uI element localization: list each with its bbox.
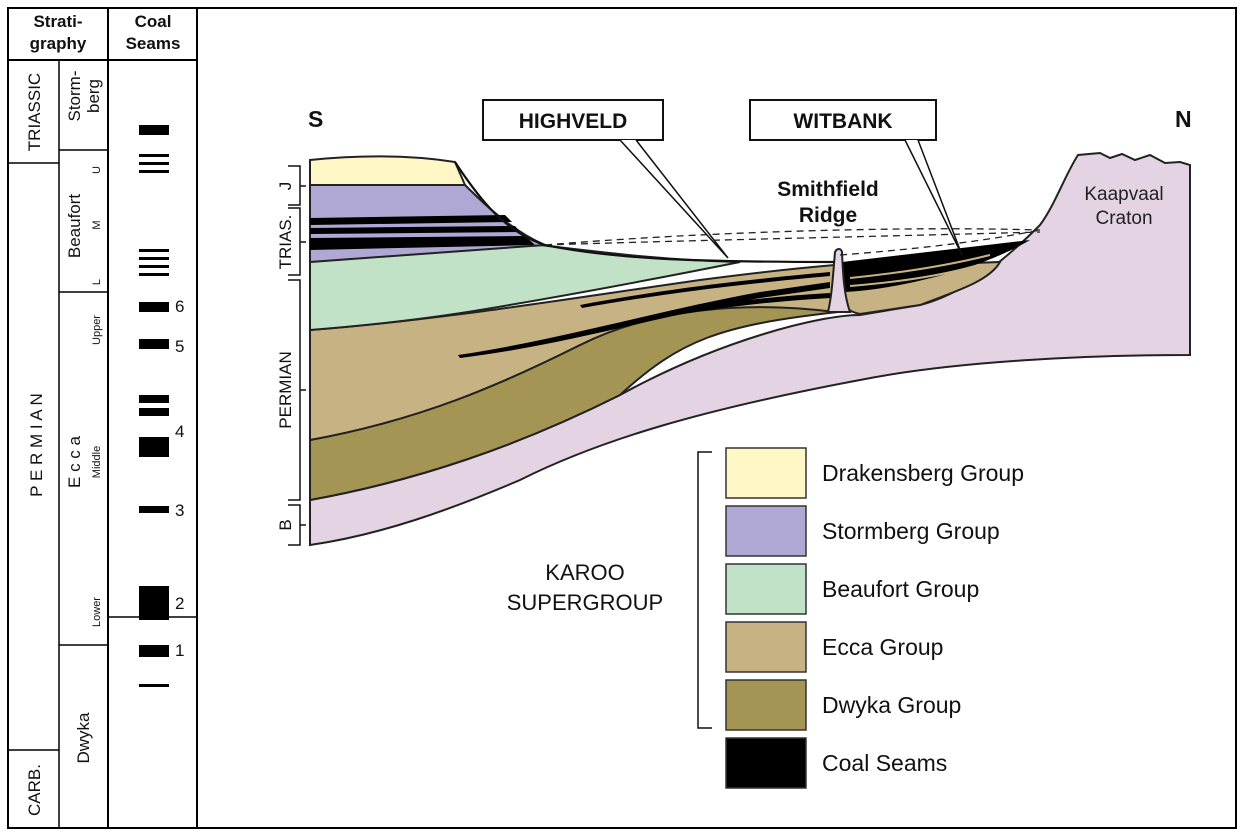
land-surface: [454, 161, 836, 264]
seam-number-6: 6: [175, 297, 184, 316]
seam-number-3: 3: [175, 501, 184, 520]
karoo-label-1: KAROO: [545, 560, 624, 585]
seam-mark: [139, 162, 169, 165]
seam-number-4: 4: [175, 422, 184, 441]
seam-number-2: 2: [175, 594, 184, 613]
header-coal-seams-1: Coal: [135, 12, 172, 31]
legend-swatch-beaufort: [725, 563, 807, 615]
north-label: N: [1175, 106, 1192, 132]
kaapvaal-label-2: Craton: [1095, 208, 1152, 229]
seam-mark: [139, 257, 169, 260]
unit-beaufort: Beaufort: [65, 194, 84, 259]
ecca-lower: Lower: [91, 597, 103, 627]
legend-label-beaufort: Beaufort Group: [822, 576, 979, 602]
seam-1: [139, 645, 169, 657]
kaapvaal-label-1: Kaapvaal: [1084, 184, 1163, 205]
seam-mark: [139, 154, 169, 157]
legend-label-drakensberg: Drakensberg Group: [822, 460, 1024, 486]
ecca-middle: Middle: [91, 446, 103, 478]
seam-6: [139, 302, 169, 312]
seam-4c: [139, 437, 169, 457]
legend-swatch-coal: [725, 737, 807, 789]
seam-mark: [139, 684, 169, 687]
ecca-coal-seam-2: [580, 272, 830, 308]
bracket-label-permian: PERMIAN: [276, 351, 295, 428]
legend-swatch-drakensberg: [725, 447, 807, 499]
drakensberg-layer: [309, 155, 467, 186]
beaufort-lower: L: [91, 279, 103, 285]
period-carb: CARB.: [25, 764, 44, 816]
unit-stormberg-2: berg: [84, 79, 103, 113]
stratigraphic-column: Strati- graphy Coal Seams TRIASSIC P E R…: [7, 7, 1237, 829]
seam-4a: [139, 395, 169, 403]
beaufort-middle: M: [91, 220, 103, 229]
unit-dwyka: Dwyka: [74, 712, 93, 764]
legend-label-dwyka: Dwyka Group: [822, 692, 961, 718]
legend-label-ecca: Ecca Group: [822, 634, 943, 660]
figure-frame: [7, 7, 1237, 829]
south-label: S: [308, 106, 323, 132]
seam-3: [139, 506, 169, 513]
beaufort-upper: U: [91, 166, 103, 174]
unit-stormberg-1: Storm-: [65, 71, 84, 122]
seam-4b: [139, 408, 169, 416]
witbank-coal-fine: [849, 254, 991, 287]
bracket-label-trias: TRIAS.: [276, 215, 295, 270]
legend-label-coal: Coal Seams: [822, 750, 947, 776]
period-triassic: TRIASSIC: [25, 73, 44, 151]
header-coal-seams-2: Seams: [126, 34, 181, 53]
age-brackets: [288, 165, 306, 546]
seam-number-1: 1: [175, 641, 184, 660]
seam-2: [139, 586, 169, 620]
bracket-label-b: B: [276, 519, 295, 530]
unit-ecca: E c c a: [65, 435, 84, 488]
seam-5: [139, 339, 169, 349]
legend-swatch-stormberg: [725, 505, 807, 557]
bracket-label-j: J: [276, 182, 295, 191]
header-stratigraphy-1: Strati-: [33, 12, 82, 31]
dashed-extent-lines: [544, 228, 1041, 256]
seam-mark: [139, 170, 169, 173]
karoo-bracket: [697, 451, 712, 729]
cross-section: J TRIAS. PERMIAN B S N HIGHVELD WITBANK …: [276, 99, 1192, 547]
ecca-upper: Upper: [91, 315, 103, 345]
legend-swatch-dwyka: [725, 679, 807, 731]
karoo-label-2: SUPERGROUP: [507, 590, 663, 615]
seam-mark: [139, 273, 169, 276]
smithfield-label-1: Smithfield: [777, 178, 879, 201]
period-permian: P E R M I A N: [27, 393, 46, 497]
seam-mark: [139, 265, 169, 268]
witbank-box: [749, 99, 937, 141]
header-stratigraphy-2: graphy: [30, 34, 87, 53]
beaufort-layer: [309, 243, 741, 332]
seam-mark: [139, 249, 169, 252]
stormberg-coal-bands: [310, 215, 535, 250]
legend: KAROO SUPERGROUP Drakensberg Group Storm…: [507, 447, 1024, 789]
highveld-label: HIGHVELD: [519, 110, 628, 133]
smithfield-ridge: [826, 248, 852, 313]
seam-number-5: 5: [175, 337, 184, 356]
seam-mark: [139, 125, 169, 135]
witbank-pointer: [904, 139, 963, 256]
highveld-box: [482, 99, 664, 141]
legend-swatch-ecca: [725, 621, 807, 673]
coal-seam-marks: [139, 125, 169, 687]
ecca-coal-seam-3: [640, 293, 830, 321]
witbank-label: WITBANK: [793, 110, 892, 133]
smithfield-label-2: Ridge: [799, 204, 857, 227]
legend-label-stormberg: Stormberg Group: [822, 518, 1000, 544]
highveld-pointer: [619, 139, 729, 259]
